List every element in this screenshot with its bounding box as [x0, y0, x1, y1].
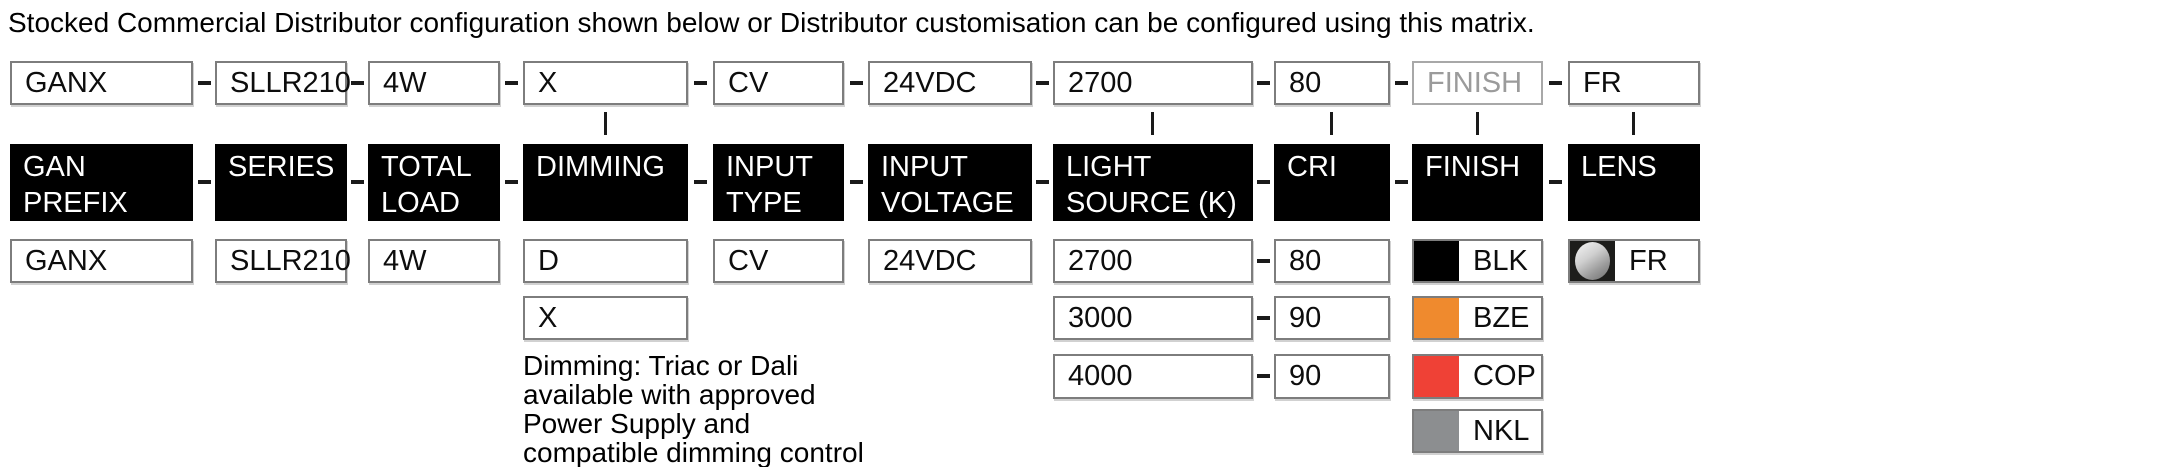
option-finish-bze: BZE — [1412, 296, 1543, 340]
finish-option-label: COP — [1473, 360, 1536, 392]
lens-option-label: FR — [1629, 244, 1668, 277]
dash-separator — [694, 81, 707, 85]
dash-separator — [505, 81, 518, 85]
page-title: Stocked Commercial Distributor configura… — [8, 7, 1535, 38]
header-gan-prefix: GAN PREFIX — [10, 144, 193, 221]
option-cri-80: 80 — [1274, 239, 1390, 283]
finish-swatch-copper-icon — [1414, 356, 1459, 397]
finish-option-label: BLK — [1473, 244, 1528, 277]
dash-separator — [351, 81, 364, 85]
header-input-voltage: INPUT VOLTAGE — [868, 144, 1032, 221]
code-box-finish-placeholder: FINISH — [1412, 61, 1543, 105]
code-box-lens: FR — [1568, 61, 1700, 105]
option-light-source-4000: 4000 — [1053, 354, 1253, 399]
connector-line-cri — [1330, 112, 1333, 135]
code-box-series: SLLR210 — [215, 61, 351, 105]
dash-separator — [351, 180, 364, 184]
code-box-light-source: 2700 — [1053, 61, 1253, 105]
connector-line-finish — [1476, 112, 1479, 135]
dash-separator — [850, 81, 863, 85]
code-box-cri: 80 — [1274, 61, 1390, 105]
dash-separator — [198, 180, 211, 184]
finish-swatch-nickel-icon — [1414, 411, 1459, 451]
header-total-load: TOTAL LOAD — [368, 144, 500, 221]
dimming-note: Dimming: Triac or Dali available with ap… — [523, 350, 864, 467]
dash-separator — [850, 180, 863, 184]
code-box-input-voltage: 24VDC — [868, 61, 1032, 105]
header-cri: CRI — [1274, 144, 1390, 221]
option-light-source-2700: 2700 — [1053, 239, 1253, 283]
connector-line-dimming — [604, 112, 607, 135]
header-light-source: LIGHT SOURCE (K) — [1053, 144, 1253, 221]
option-cri-90-b: 90 — [1274, 354, 1390, 399]
option-cri-90: 90 — [1274, 296, 1390, 340]
code-box-gan-prefix: GANX — [10, 61, 193, 105]
dash-separator — [1395, 180, 1408, 184]
code-box-input-type: CV — [713, 61, 844, 105]
finish-swatch-bronze-icon — [1414, 298, 1459, 338]
option-series-sllr210: SLLR210 — [215, 239, 351, 283]
option-total-load-4w: 4W — [368, 239, 500, 283]
dash-separator — [1549, 81, 1562, 85]
connector-line-lens — [1632, 112, 1635, 135]
dash-separator — [1036, 81, 1049, 85]
finish-option-label: NKL — [1473, 414, 1530, 447]
header-lens: LENS — [1568, 144, 1700, 221]
option-lens-fr: FR — [1568, 239, 1700, 283]
dash-separator — [198, 81, 211, 85]
header-series: SERIES — [215, 144, 347, 221]
dash-separator — [1257, 259, 1270, 263]
finish-swatch-black-icon — [1414, 241, 1459, 281]
code-box-total-load: 4W — [368, 61, 500, 105]
header-input-type: INPUT TYPE — [713, 144, 844, 221]
option-finish-blk: BLK — [1412, 239, 1543, 283]
dash-separator — [505, 180, 518, 184]
frosted-lens-icon — [1570, 241, 1615, 281]
option-gan-prefix-ganx: GANX — [10, 239, 193, 283]
code-box-dimming: X — [523, 61, 688, 105]
dash-separator — [694, 180, 707, 184]
option-input-type-cv: CV — [713, 239, 844, 283]
dash-separator — [1036, 180, 1049, 184]
option-input-voltage-24vdc: 24VDC — [868, 239, 1032, 283]
finish-option-label: BZE — [1473, 301, 1530, 334]
option-dimming-d: D — [523, 239, 688, 283]
option-finish-nkl: NKL — [1412, 409, 1543, 453]
dash-separator — [1395, 81, 1408, 85]
header-dimming: DIMMING — [523, 144, 688, 221]
connector-line-light-source — [1151, 112, 1154, 135]
dash-separator — [1257, 374, 1270, 378]
dash-separator — [1257, 180, 1270, 184]
option-dimming-x: X — [523, 296, 688, 340]
dash-separator — [1257, 81, 1270, 85]
option-light-source-3000: 3000 — [1053, 296, 1253, 340]
option-finish-cop: COP — [1412, 354, 1543, 399]
lens-circle-icon — [1575, 242, 1610, 280]
dash-separator — [1549, 180, 1562, 184]
dash-separator — [1257, 316, 1270, 320]
header-finish: FINISH — [1412, 144, 1543, 221]
